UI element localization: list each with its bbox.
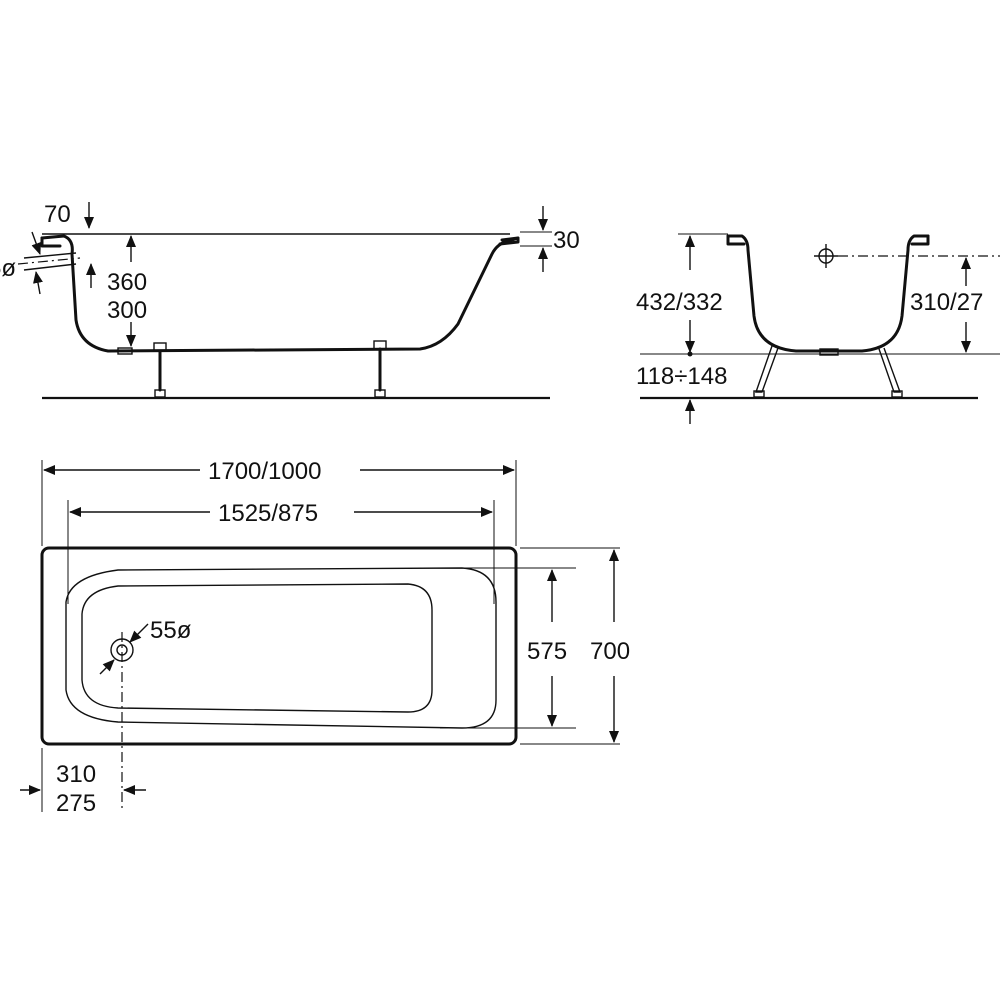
length-outer-label: 1700/1000 [208, 458, 321, 485]
end-view: 432/332 310/27 118÷148 [636, 233, 1000, 424]
end-overflow-label: 310/27 [910, 289, 983, 316]
tub-body-end [726, 234, 930, 353]
rim-edge-label: 30 [553, 227, 580, 254]
end-leg-left [755, 345, 779, 393]
depth-label-1: 360 [107, 269, 147, 296]
end-foot-left [753, 390, 765, 398]
tub-body-side [40, 234, 520, 353]
plan-view: 1700/1000 1525/875 55ø 575 700 310 275 [20, 458, 630, 817]
end-rim-right [910, 234, 930, 246]
drain-label: 55ø [150, 617, 192, 644]
overflow-pipe [17, 252, 81, 271]
end-foot-right [891, 390, 903, 398]
end-feet-label: 118÷148 [636, 363, 727, 390]
drain-stub [117, 347, 133, 355]
offset-label-2: 275 [56, 790, 96, 817]
overflow-label: 5ø [0, 255, 16, 282]
overflow-arrow-bottom [33, 271, 43, 295]
side-view: 70 5ø 360 300 30 [0, 201, 580, 400]
drain-arrow-bottom [99, 659, 115, 675]
end-rim-left [726, 234, 746, 246]
overflow-arrow-top [31, 231, 41, 255]
tub-outer-rim [40, 546, 518, 746]
foot-right [373, 340, 387, 398]
end-leg-right [877, 345, 901, 393]
end-height-label: 432/332 [636, 289, 723, 316]
drain-arrow-top [129, 623, 149, 643]
foot-left [153, 342, 167, 398]
width-outer-label: 700 [590, 638, 630, 665]
rim-label: 70 [44, 201, 71, 228]
width-inner-label: 575 [527, 638, 567, 665]
end-base-dot [687, 351, 693, 357]
depth-label-2: 300 [107, 297, 147, 324]
offset-label-1: 310 [56, 761, 96, 788]
end-drain [819, 348, 839, 356]
tub-inner-basin [65, 567, 497, 729]
length-inner-label: 1525/875 [218, 500, 318, 527]
rim-left-lip [40, 236, 62, 248]
rim-right-lip [498, 236, 520, 246]
tub-inner-floor [81, 583, 433, 713]
